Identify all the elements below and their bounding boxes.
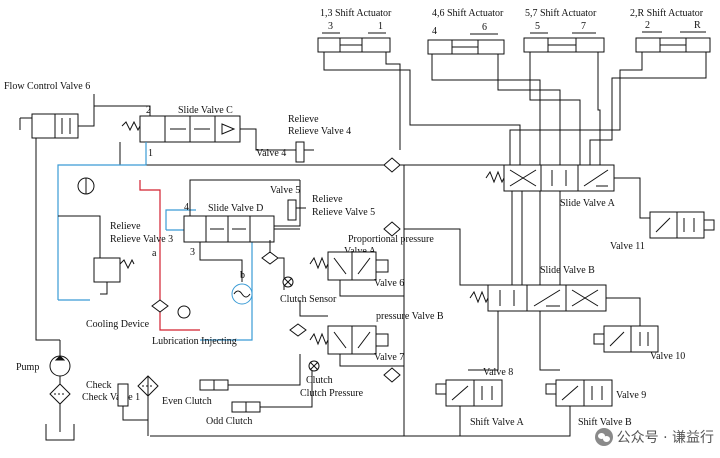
label-relieve-valve-3-l1: Relieve bbox=[110, 221, 141, 232]
slide-valve-a: Slide Valve A bbox=[485, 164, 650, 285]
odd-clutch: Odd Clutch bbox=[206, 371, 313, 427]
shift-actuator-46: 4,6 Shift Actuator 4 6 bbox=[427, 8, 505, 55]
port-c-1: 1 bbox=[148, 148, 153, 159]
label-relieve-valve-5: Relieve Valve 5 bbox=[312, 207, 375, 218]
label-odd-clutch: Odd Clutch bbox=[206, 416, 252, 427]
actuator-46-left-port: 4 bbox=[432, 26, 437, 37]
label-line-a: a bbox=[152, 248, 157, 259]
label-clutch-pressure: Clutch Pressure bbox=[300, 388, 364, 399]
actuator-13-left-port: 3 bbox=[328, 21, 333, 32]
actuator-57-right-port: 7 bbox=[581, 21, 586, 32]
port-d-4: 4 bbox=[184, 202, 189, 213]
label-valve-11: Valve 11 bbox=[610, 241, 645, 252]
label-pressure-valve-b: pressure Valve B bbox=[376, 311, 444, 322]
label-slide-valve-c: Slide Valve C bbox=[178, 105, 233, 116]
even-clutch: Even Clutch bbox=[162, 354, 301, 407]
label-slide-valve-a: Slide Valve A bbox=[560, 198, 616, 209]
relieve-valve-3: Relieve Relieve Valve 3 bbox=[58, 215, 173, 295]
label-check: Check bbox=[86, 380, 112, 391]
label-slide-valve-d: Slide Valve D bbox=[208, 203, 263, 214]
label-valve-10: Valve 10 bbox=[650, 351, 685, 362]
actuator-57-title: 5,7 Shift Actuator bbox=[525, 8, 597, 19]
wechat-logo-icon bbox=[594, 428, 613, 446]
port-c-2: 2 bbox=[146, 105, 151, 116]
label-valve-4: Valve 4 bbox=[256, 148, 286, 159]
valve-10: Valve 10 bbox=[593, 325, 685, 362]
label-pump: Pump bbox=[16, 362, 39, 373]
label-lubrication-injecting: Lubrication Injecting bbox=[152, 336, 237, 347]
label-cooling-device: Cooling Device bbox=[86, 319, 150, 330]
actuator-2r-right-port: R bbox=[694, 20, 701, 31]
actuator-2r-left-port: 2 bbox=[645, 20, 650, 31]
slide-valve-d: Slide Valve D 4 3 b bbox=[183, 179, 300, 282]
watermark-text: 公众号 · 谦益行 bbox=[616, 430, 714, 446]
main-supply-lines bbox=[150, 157, 520, 437]
label-relieve-valve-5-l1: Relieve bbox=[312, 194, 343, 205]
pressure-valve-b: pressure Valve B Valve 7 bbox=[289, 300, 444, 367]
clutch-pressure-sensor: Clutch Clutch Pressure bbox=[300, 360, 364, 399]
label-valve-8: Valve 8 bbox=[483, 367, 513, 378]
actuator-13-title: 1,3 Shift Actuator bbox=[320, 8, 392, 19]
label-shift-valve-b: Shift Valve B bbox=[578, 417, 632, 428]
label-proportional-pressure: Proportional pressure bbox=[348, 234, 434, 245]
label-valve-9: Valve 9 bbox=[616, 390, 646, 401]
label-valve-5: Valve 5 bbox=[270, 185, 300, 196]
lubrication-loop: a bbox=[139, 180, 200, 331]
label-shift-valve-a: Shift Valve A bbox=[470, 417, 524, 428]
shift-actuator-57: 5,7 Shift Actuator 5 7 bbox=[523, 8, 605, 53]
label-slide-valve-b: Slide Valve B bbox=[540, 265, 595, 276]
shift-actuator-13: 1,3 Shift Actuator 3 1 bbox=[317, 8, 392, 53]
valve-9: Valve 9 Shift Valve B bbox=[460, 379, 646, 437]
valve-8: Valve 8 Shift Valve A bbox=[404, 367, 524, 437]
actuator-57-left-port: 5 bbox=[535, 21, 540, 32]
port-d-3: 3 bbox=[190, 247, 195, 258]
label-clutch-sensor: Clutch Sensor bbox=[280, 294, 337, 305]
label-check-valve-1: Check Valve 1 bbox=[82, 392, 140, 403]
label-relieve-valve-4: Relieve Valve 4 bbox=[288, 126, 351, 137]
flow-control-valve-6: Flow Control Valve 6 bbox=[4, 81, 95, 341]
lubrication-sensor bbox=[231, 283, 253, 305]
relieve-valve-5: Valve 5 Relieve Relieve Valve 5 bbox=[270, 185, 375, 221]
check-valve-1: Check Check Valve 1 bbox=[82, 375, 159, 436]
proportional-valve-a: Proportional pressure Valve A Valve 6 bbox=[261, 234, 434, 297]
label-relieve-valve-3: Relieve Valve 3 bbox=[110, 234, 173, 245]
label-even-clutch: Even Clutch bbox=[162, 396, 212, 407]
actuator-46-title: 4,6 Shift Actuator bbox=[432, 8, 504, 19]
slide-valve-b: Slide Valve B bbox=[468, 265, 641, 371]
clutch-sensor: Clutch Sensor bbox=[280, 276, 337, 305]
label-valve-6: Valve 6 bbox=[374, 278, 404, 289]
actuator-13-right-port: 1 bbox=[378, 21, 383, 32]
pump: Pump bbox=[16, 340, 75, 441]
actuator-lines bbox=[323, 52, 707, 165]
relieve-valve-4: Relieve Relieve Valve 4 Valve 4 bbox=[256, 114, 351, 163]
valve-11: Valve 11 bbox=[610, 211, 715, 252]
cooling-device: Cooling Device Lubrication Injecting bbox=[86, 299, 237, 347]
label-relieve-valve-4-l1: Relieve bbox=[288, 114, 319, 125]
label-clutch: Clutch bbox=[306, 375, 333, 386]
label-valve-7: Valve 7 bbox=[374, 352, 404, 363]
actuator-46-right-port: 6 bbox=[482, 22, 487, 33]
shift-actuator-2r: 2,R Shift Actuator 2 R bbox=[630, 8, 711, 53]
actuator-2r-title: 2,R Shift Actuator bbox=[630, 8, 704, 19]
label-line-b: b bbox=[240, 270, 245, 281]
watermark: 公众号 · 谦益行 bbox=[594, 427, 714, 447]
slide-valve-c: Slide Valve C 2 1 bbox=[94, 105, 300, 166]
label-flow-control-valve-6: Flow Control Valve 6 bbox=[4, 81, 90, 92]
